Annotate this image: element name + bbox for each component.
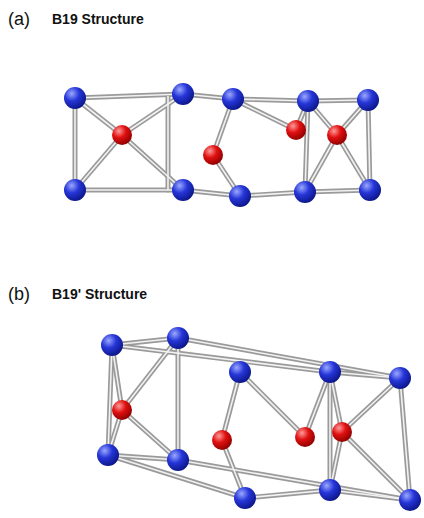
blue-atoms: [64, 83, 381, 207]
red-atom: [112, 125, 132, 145]
blue-atom: [357, 89, 379, 111]
blue-atom: [389, 367, 411, 389]
blue-atom: [222, 88, 244, 110]
blue-atom: [234, 487, 256, 509]
blue-atom: [64, 87, 86, 109]
bond-highlight: [108, 338, 410, 500]
blue-atom: [172, 83, 194, 105]
blue-atom: [319, 479, 341, 501]
blue-atom: [229, 185, 251, 207]
blue-atom: [64, 179, 86, 201]
red-atom: [212, 430, 232, 450]
red-atoms: [112, 120, 347, 165]
panel-letter: (a): [8, 10, 30, 30]
red-atom: [112, 400, 132, 420]
blue-atoms: [97, 327, 421, 511]
red-atom: [286, 120, 306, 140]
blue-atom: [101, 334, 123, 356]
blue-atom: [167, 449, 189, 471]
blue-atom: [294, 181, 316, 203]
bonds-b19: [75, 94, 370, 196]
panel-letter: (b): [8, 285, 30, 305]
blue-atom: [399, 489, 421, 511]
bonds-b19-prime: [108, 338, 410, 500]
structure-title: B19 Structure: [52, 12, 144, 27]
blue-atom: [319, 361, 341, 383]
bond-set: [75, 94, 370, 196]
blue-atom: [229, 361, 251, 383]
blue-atom: [97, 444, 119, 466]
bond-highlight: [75, 94, 370, 196]
bond-set: [108, 338, 410, 500]
red-atom: [203, 145, 223, 165]
blue-atom: [297, 90, 319, 112]
red-atom: [295, 427, 315, 447]
blue-atom: [172, 179, 194, 201]
structure-title: B19' Structure: [52, 287, 147, 302]
blue-atom: [167, 327, 189, 349]
red-atom: [327, 125, 347, 145]
red-atoms: [112, 400, 352, 450]
red-atom: [332, 422, 352, 442]
blue-atom: [359, 179, 381, 201]
